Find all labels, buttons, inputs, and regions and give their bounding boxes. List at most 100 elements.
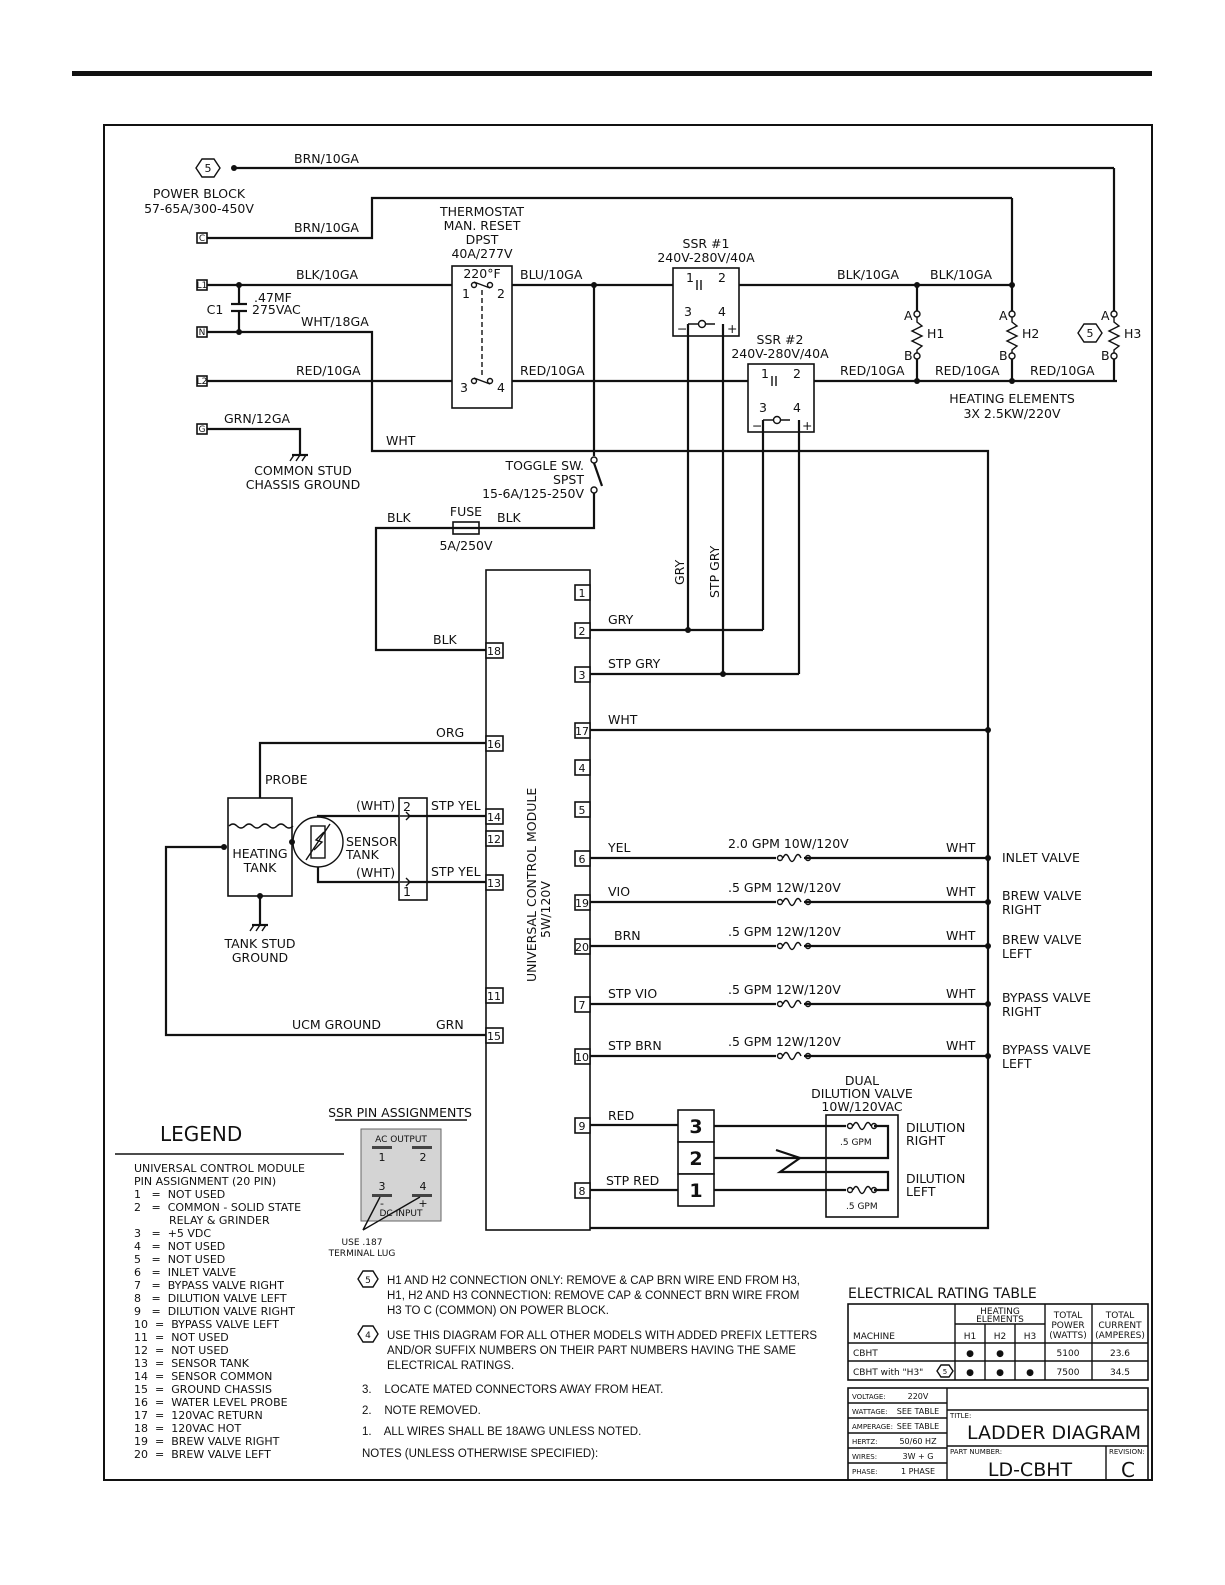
svg-text:WHT: WHT bbox=[946, 928, 976, 943]
legend-subtitle-2: PIN ASSIGNMENT (20 PIN) bbox=[134, 1175, 276, 1188]
svg-text:11 = NOT USED: 11 = NOT USED bbox=[134, 1331, 229, 1344]
thermostat-temp: 220°F bbox=[463, 266, 500, 281]
svg-text:●: ● bbox=[966, 1368, 974, 1378]
svg-text:LEFT: LEFT bbox=[906, 1184, 936, 1199]
fuse-rating: 5A/250V bbox=[439, 538, 493, 553]
svg-text:B: B bbox=[904, 348, 913, 363]
wire-label-red-ssr2: RED/10GA bbox=[840, 363, 905, 378]
ssr2-rating: 240V-280V/40A bbox=[731, 346, 829, 361]
valve-name-bypass-right: BYPASS VALVE bbox=[1002, 990, 1091, 1005]
svg-text:VIO: VIO bbox=[608, 884, 630, 899]
svg-text:(AMPERES): (AMPERES) bbox=[1095, 1331, 1145, 1341]
svg-text:2: 2 bbox=[579, 625, 586, 638]
ucm-pin-13: 13 bbox=[485, 874, 504, 891]
svg-text:RIGHT: RIGHT bbox=[906, 1133, 945, 1148]
toggle-label-3: 15-6A/125-250V bbox=[482, 486, 584, 501]
legend-title: LEGEND bbox=[160, 1122, 242, 1146]
svg-text:ELECTRICAL RATINGS.: ELECTRICAL RATINGS. bbox=[387, 1360, 514, 1372]
svg-text:20: 20 bbox=[575, 941, 589, 954]
svg-text:18 = 120VAC HOT: 18 = 120VAC HOT bbox=[134, 1422, 241, 1435]
svg-text:MAN. RESET: MAN. RESET bbox=[444, 218, 521, 233]
ucm-pin-14: 14 bbox=[485, 808, 504, 825]
svg-text:3: 3 bbox=[689, 1116, 702, 1138]
svg-text:DPST: DPST bbox=[466, 232, 499, 247]
svg-text:H2: H2 bbox=[1022, 326, 1039, 341]
svg-text:A: A bbox=[904, 308, 913, 323]
svg-text:−: − bbox=[677, 321, 687, 336]
svg-text:220V: 220V bbox=[908, 1392, 929, 1401]
svg-text:1: 1 bbox=[579, 587, 586, 600]
wire-label-wht-sensor-b: (WHT) bbox=[356, 865, 395, 880]
svg-text:H3 TO C (COMMON) ON POWER BLOC: H3 TO C (COMMON) ON POWER BLOCK. bbox=[387, 1305, 609, 1317]
note-4-marker: 4 bbox=[357, 1325, 379, 1343]
wire-label-blk-ssr1: BLK/10GA bbox=[837, 267, 900, 282]
svg-text:1 = NOT USED: 1 = NOT USED bbox=[134, 1188, 225, 1201]
svg-text:3: 3 bbox=[579, 669, 586, 682]
capacitor-voltage: 275VAC bbox=[252, 302, 301, 317]
ssr2-title: SSR #2 bbox=[757, 332, 804, 347]
svg-text:8: 8 bbox=[579, 1185, 586, 1198]
svg-text:7: 7 bbox=[579, 999, 586, 1012]
svg-text:.5 GPM 12W/120V: .5 GPM 12W/120V bbox=[728, 1034, 841, 1049]
sensor-tank-label-1: SENSOR bbox=[346, 834, 398, 849]
dilution-title-1: DUAL bbox=[845, 1073, 879, 1088]
note-4-line-1: USE THIS DIAGRAM FOR ALL OTHER MODELS WI… bbox=[387, 1330, 817, 1342]
svg-text:L2: L2 bbox=[197, 377, 208, 387]
svg-text:TOTAL: TOTAL bbox=[1105, 1311, 1135, 1321]
heating-elements-title: HEATING ELEMENTS bbox=[949, 391, 1075, 406]
svg-text:H1: H1 bbox=[964, 1332, 977, 1342]
svg-text:CURRENT: CURRENT bbox=[1098, 1321, 1142, 1331]
svg-text:C: C bbox=[199, 234, 205, 244]
svg-text:1: 1 bbox=[689, 1180, 702, 1202]
svg-text:A: A bbox=[1101, 308, 1110, 323]
svg-text:WHT: WHT bbox=[946, 840, 976, 855]
svg-text:1: 1 bbox=[379, 1151, 386, 1164]
wire-label-ucm-ground: UCM GROUND bbox=[292, 1017, 381, 1032]
svg-text:17 = 120VAC RETURN: 17 = 120VAC RETURN bbox=[134, 1409, 263, 1422]
svg-text:WHT: WHT bbox=[946, 884, 976, 899]
ssr-pin-diagram bbox=[360, 1128, 442, 1222]
svg-text:5: 5 bbox=[943, 1368, 947, 1376]
svg-text:3 = +5 VDC: 3 = +5 VDC bbox=[134, 1227, 211, 1240]
heater-h1 bbox=[910, 310, 924, 381]
svg-text:3: 3 bbox=[759, 400, 767, 415]
notes-footer: NOTES (UNLESS OTHERWISE SPECIFIED): bbox=[362, 1448, 598, 1460]
capacitor-value: .47MF bbox=[254, 290, 292, 305]
svg-text:16: 16 bbox=[487, 738, 501, 751]
dilution-coil-right-icon bbox=[846, 1120, 878, 1132]
svg-text:5: 5 bbox=[1087, 327, 1094, 340]
legend-subtitle-1: UNIVERSAL CONTROL MODULE bbox=[134, 1162, 305, 1175]
rating-table bbox=[847, 1303, 1149, 1381]
svg-text:2: 2 bbox=[793, 366, 801, 381]
svg-text:4: 4 bbox=[497, 380, 505, 395]
wire-label-stp-yel-14: STP YEL bbox=[431, 798, 481, 813]
note-5-marker: 5 bbox=[357, 1270, 379, 1288]
ucm-pin-18: 18 bbox=[485, 642, 504, 659]
power-block-rating: 57-65A/300-450V bbox=[144, 201, 254, 216]
svg-text:12 = NOT USED: 12 = NOT USED bbox=[134, 1344, 229, 1357]
svg-text:11: 11 bbox=[487, 990, 501, 1003]
ssr1-rating: 240V-280V/40A bbox=[657, 250, 755, 265]
toggle-label-1: TOGGLE SW. bbox=[504, 458, 584, 473]
rating-row-cbht-h3: CBHT with "H3" 5 ● ● ● 7500 34.5 bbox=[853, 1364, 1130, 1378]
svg-text:6 = INLET VALVE: 6 = INLET VALVE bbox=[134, 1266, 236, 1279]
ucm-pin-20: 20 bbox=[574, 938, 591, 955]
ucm-pin-9: 9 bbox=[574, 1117, 591, 1134]
probe-label: PROBE bbox=[265, 772, 308, 787]
revision: C bbox=[1121, 1458, 1135, 1482]
svg-text:19: 19 bbox=[575, 897, 589, 910]
svg-text:-: - bbox=[380, 1197, 384, 1210]
svg-text:2: 2 bbox=[497, 286, 505, 301]
tank-ground-icon bbox=[249, 923, 268, 932]
svg-text:H3: H3 bbox=[1124, 326, 1141, 341]
svg-text:19 = BREW VALVE RIGHT: 19 = BREW VALVE RIGHT bbox=[134, 1435, 280, 1448]
ucm-pin-8: 8 bbox=[574, 1182, 591, 1199]
svg-text:YEL: YEL bbox=[607, 840, 631, 855]
svg-text:10W/120VAC: 10W/120VAC bbox=[821, 1099, 902, 1114]
svg-text:3: 3 bbox=[460, 380, 468, 395]
svg-text:1 PHASE: 1 PHASE bbox=[901, 1467, 935, 1476]
ucm-pin-4: 4 bbox=[574, 759, 591, 776]
ucm-pin-3: 3 bbox=[574, 666, 591, 683]
ucm-pin-6: 6 bbox=[574, 850, 591, 867]
svg-text:STP VIO: STP VIO bbox=[608, 986, 657, 1001]
